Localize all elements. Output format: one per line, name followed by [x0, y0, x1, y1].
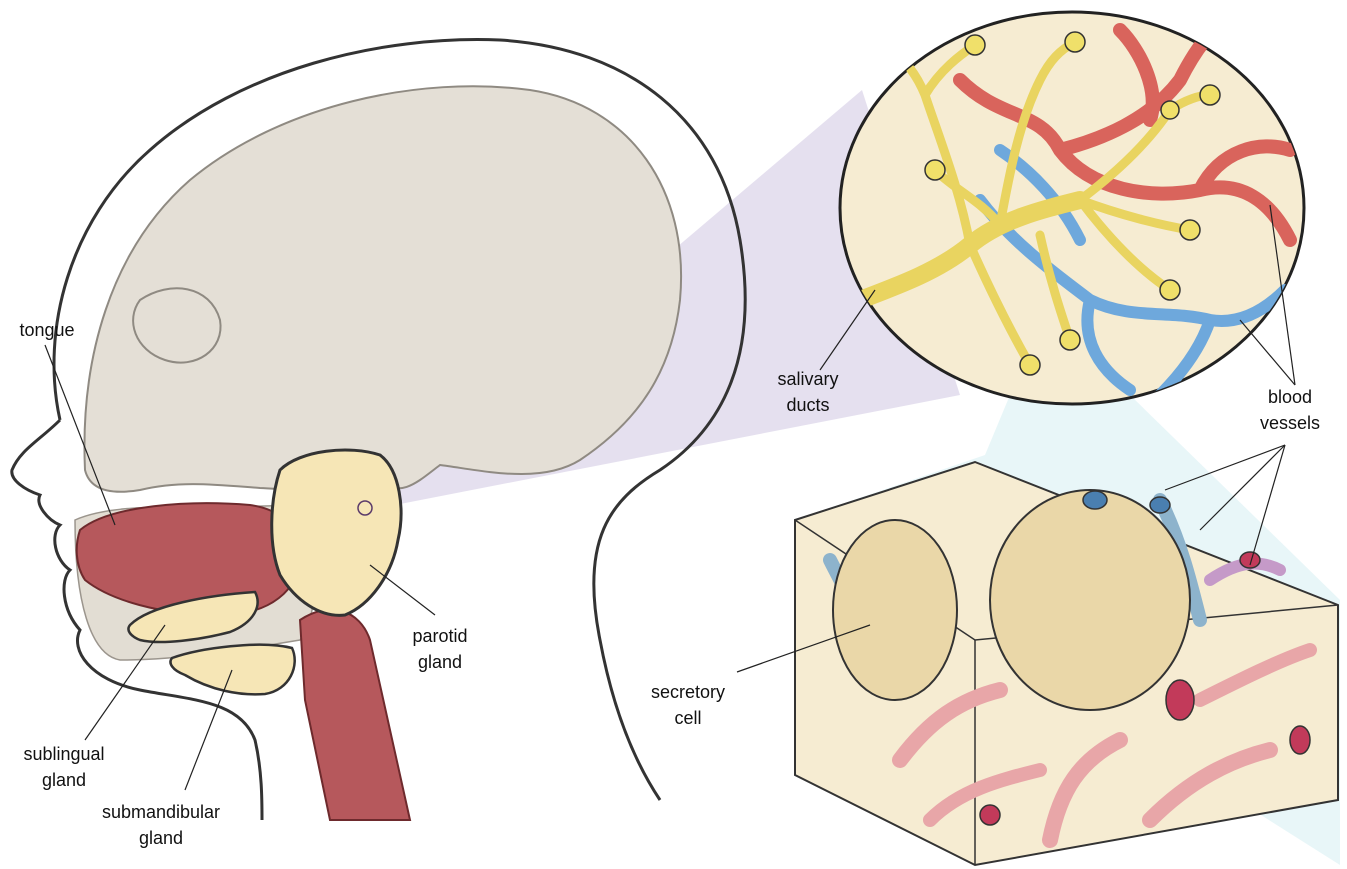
label-submandibular-line2: gland [139, 828, 183, 848]
label-sublingual-line1: sublingual [23, 744, 104, 764]
acinus-large [990, 490, 1190, 710]
label-parotid-line2: gland [418, 652, 462, 672]
magnified-view [840, 10, 1304, 404]
acinus-small [833, 520, 957, 700]
label-secretory-line2: cell [674, 708, 701, 728]
label-salivary-line1: salivary [777, 369, 838, 389]
pharynx [300, 610, 410, 820]
label-secretory-line1: secretory [651, 682, 725, 702]
label-blood-line2: vessels [1260, 413, 1320, 433]
label-tongue: tongue [19, 320, 74, 340]
label-blood-line1: blood [1268, 387, 1312, 407]
submandibular-gland [171, 645, 295, 695]
label-salivary-line2: ducts [786, 395, 829, 415]
label-submandibular-line1: submandibular [102, 802, 220, 822]
label-sublingual-line2: gland [42, 770, 86, 790]
parotid-gland [272, 450, 401, 615]
label-parotid-line1: parotid [412, 626, 467, 646]
